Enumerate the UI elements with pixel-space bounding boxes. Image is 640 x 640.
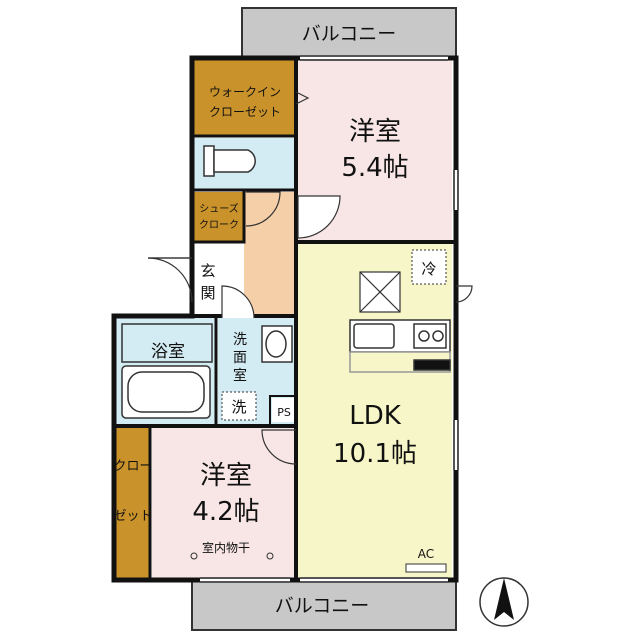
washer-box — [221, 391, 257, 421]
walkin-closet-floor — [194, 60, 296, 136]
entrance-line2: 関 — [200, 284, 215, 302]
washroom-line2: 面 — [233, 350, 247, 366]
ps-label: PS — [277, 406, 291, 419]
entrance-line1: 玄 — [200, 262, 215, 280]
north-arrow-icon — [479, 577, 529, 627]
balcony-top: バルコニー — [241, 7, 457, 59]
walkin-door-arrow — [295, 91, 310, 105]
balcony-top-label: バルコニー — [302, 23, 397, 45]
hanger-hook-icon — [190, 552, 198, 560]
ldk-door-right — [455, 285, 473, 303]
bedroom-south-size: 4.2帖 — [192, 497, 259, 527]
fridge-box — [411, 249, 447, 285]
washroom-line1: 洗 — [233, 332, 247, 348]
corridor-floor — [244, 192, 296, 314]
wash-basin-icon — [261, 325, 293, 363]
ps-floor — [272, 398, 296, 422]
windows — [200, 55, 459, 583]
shoes-cloak-line2: クローク — [199, 219, 239, 231]
toilet-door — [245, 191, 281, 227]
entrance-door — [147, 257, 193, 303]
bedroom-south-floor — [152, 428, 296, 578]
closet-south-line2: ゼット — [113, 509, 152, 524]
bedroom-north-size: 5.4帖 — [341, 153, 408, 183]
washer-label: 洗 — [231, 398, 246, 416]
bathroom-label: 浴室 — [151, 342, 185, 362]
walkin-closet-line1: ウォークイン — [209, 85, 281, 99]
sink-icon — [353, 323, 395, 349]
shoes-cloak-floor — [194, 192, 244, 242]
closet-south-line1: クロー — [113, 459, 152, 474]
bath-counter — [121, 323, 213, 363]
bedroom-south-name: 洋室 — [200, 461, 252, 491]
range-hood-icon — [359, 271, 401, 313]
closet-south-floor — [116, 428, 150, 578]
balcony-bottom-label: バルコニー — [275, 595, 370, 617]
ac-unit — [405, 563, 447, 573]
doors — [147, 91, 473, 465]
walls — [111, 55, 459, 583]
hanger-hook-icon — [266, 552, 274, 560]
ldk-name: LDK — [349, 401, 402, 431]
bathtub-icon — [121, 365, 211, 419]
washroom-door — [221, 285, 255, 319]
balcony-bottom: バルコニー — [191, 579, 457, 631]
shoes-cloak-line1: シューズ — [199, 202, 239, 215]
bedroom-south-note: 室内物干 — [202, 540, 250, 555]
ac-label: AC — [418, 547, 434, 561]
bedroom-north-door — [297, 195, 341, 239]
ldk-size: 10.1帖 — [333, 439, 417, 469]
washroom-line3: 室 — [233, 367, 247, 384]
kitchen-counter — [349, 319, 451, 373]
bedroom-south-door — [261, 429, 297, 465]
fridge-label: 冷 — [421, 260, 436, 278]
walkin-closet-line2: クローゼット — [209, 105, 281, 119]
toilet-icon — [203, 145, 256, 177]
bedroom-north-name: 洋室 — [349, 117, 401, 147]
